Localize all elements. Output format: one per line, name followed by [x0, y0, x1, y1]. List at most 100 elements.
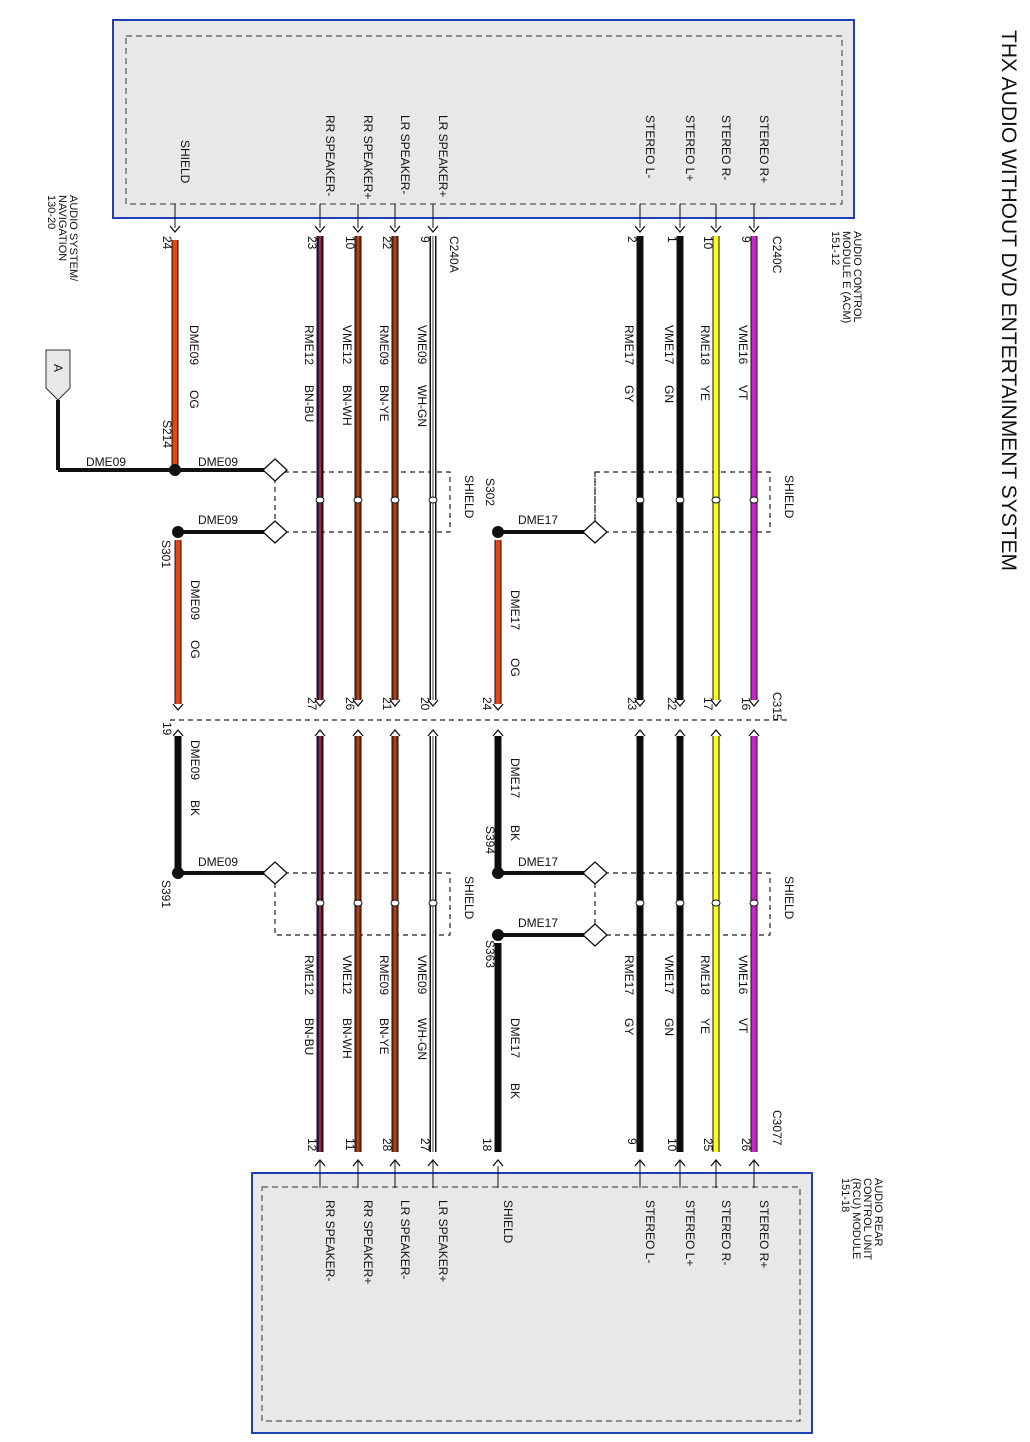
splice-label-s302: S302 [483, 478, 497, 506]
shield-diamond-lr-top-1 [262, 458, 288, 482]
acm-module-name-line: AUDIO CONTROL [851, 231, 863, 323]
dme17-mid-circuit: DME17 [508, 590, 522, 630]
rcu-pin-arrow-w_vme09 [427, 1158, 439, 1167]
twist-mark-top-w_vme17 [675, 496, 685, 504]
shield-diamond-lr-top-2 [262, 520, 288, 544]
rcu-pin-arrow-w_rme18 [710, 1158, 722, 1167]
acm-pin-number-w_rme18: 10 [701, 236, 715, 250]
splice-label-s391: S391 [159, 880, 173, 908]
c315-pin-arrow-upper-w_vme17 [674, 699, 686, 708]
c315-pin-number-w_vme17: 22 [665, 697, 679, 711]
twist-mark-top-w_rme12 [315, 496, 325, 504]
splice-label-s394: S394 [483, 826, 497, 854]
dme17-low-circuit: DME17 [508, 758, 522, 798]
circuit-color-upper-w_rme18: YE [698, 385, 712, 401]
acm-pin-number-w_vme09: 9 [418, 236, 432, 243]
shield-box-lr-bot [274, 872, 451, 936]
circuit-color-upper-w_rme12: BN-BU [302, 385, 316, 422]
acm-pin-label-w_vme16: STEREO R+ [757, 115, 771, 183]
dme17-bottom-color: BK [508, 1083, 522, 1099]
acm-pin-arrow-w_vme09 [427, 225, 439, 234]
acm-pin-arrow-w_vme17 [674, 225, 686, 234]
circuit-color-upper-w_vme09: WH-GN [415, 385, 429, 427]
shield-label-lr-top: SHIELD [462, 475, 476, 519]
circuit-color-upper-w_vme17: GN [662, 385, 676, 403]
c315-pin-arrow-lower-w_vme12 [352, 728, 364, 737]
rcu-pin-number-w_rme17: 9 [625, 1138, 639, 1145]
splice-s391 [172, 867, 184, 879]
navigation-flag [45, 349, 71, 401]
circuit-color-lower-w_vme17: GN [662, 1018, 676, 1036]
c315-pin-number-w_rme12: 27 [305, 697, 319, 711]
acm-shield-arrow [169, 225, 181, 234]
acm-pin-number-w_vme17: 1 [665, 236, 679, 243]
circuit-color-lower-w_vme09: WH-GN [415, 1018, 429, 1060]
twist-mark-top-w_vme16 [749, 496, 759, 504]
c315-pin-arrow-lower-w_vme17 [674, 728, 686, 737]
twist-mark-bot-w_vme12 [353, 899, 363, 907]
rcu-module-name-line: AUDIO REAR [872, 1178, 884, 1247]
circuit-name-lower-w_rme17: RME17 [622, 955, 636, 995]
twist-mark-bot-w_vme17 [675, 899, 685, 907]
twist-mark-bot-w_rme17 [635, 899, 645, 907]
circuit-name-lower-w_vme17: VME17 [662, 955, 676, 995]
shield-layer [170, 471, 790, 936]
c315-pin-arrow-lower-w_rme12 [314, 728, 326, 737]
acm-connector-a-label: C240A [447, 236, 461, 273]
twist-mark-top-w_rme17 [635, 496, 645, 504]
navigation-ref-line: NAVIGATION [56, 195, 68, 261]
rcu-pin-number-w_vme09: 27 [418, 1138, 432, 1152]
rcu-pin-arrow-w_rme12 [314, 1158, 326, 1167]
acm-pin-arrow-w_rme17 [634, 225, 646, 234]
splice-s363 [492, 929, 504, 941]
dme17-mid-color: OG [508, 658, 522, 677]
shield-diamond-st-bot-2 [582, 923, 608, 947]
dme09-mid-circuit: DME09 [188, 580, 202, 620]
splice-s394 [492, 867, 504, 879]
rcu-module-name-line: 151-18 [839, 1178, 851, 1212]
c315-pin-arrow-upper-w_rme12 [314, 699, 326, 708]
navigation-ref-line: 130-20 [45, 195, 57, 229]
circuit-name-lower-w_rme12: RME12 [302, 955, 316, 995]
page-title: THX AUDIO WITHOUT DVD ENTERTAINMENT SYST… [997, 30, 1020, 571]
dme09-mid-color: OG [188, 640, 202, 659]
rcu-shield-label: SHIELD [501, 1200, 515, 1244]
shield-diamond-st-top [582, 520, 608, 544]
navigation-drain-label: DME09 [86, 455, 126, 469]
navigation-flag-text: A [51, 364, 65, 372]
circuit-name-lower-w_vme12: VME12 [340, 955, 354, 995]
circuit-color-upper-w_rme09: BN-YE [377, 385, 391, 422]
acm-shield-pin: 24 [160, 236, 174, 250]
dme09-low-circuit: DME09 [188, 740, 202, 780]
c315-pin-number-w_rme17: 23 [625, 697, 639, 711]
acm-connector-c-label: C240C [770, 236, 784, 274]
splice-s301 [172, 526, 184, 538]
twist-mark-bot-w_vme16 [749, 899, 759, 907]
rcu-pin-number-w_vme12: 11 [343, 1138, 357, 1151]
twist-mark-top-w_vme12 [353, 496, 363, 504]
rcu-pin-label-w_vme17: STEREO L+ [683, 1200, 697, 1266]
rcu-pin-number-w_vme16: 26 [739, 1138, 753, 1152]
acm-pin-label-w_vme09: LR SPEAKER+ [436, 115, 450, 197]
circuit-color-lower-w_rme17: GY [622, 1018, 636, 1035]
dme17-drain-bottom-label: DME17 [518, 916, 558, 930]
c315-pin-number-w_rme09: 21 [380, 697, 394, 711]
splice-label-s214: S214 [160, 420, 174, 448]
c315-pin-arrow-upper-w_rme17 [634, 699, 646, 708]
rcu-module-name-line: (RCU) MODULE [850, 1178, 862, 1259]
acm-shield-label: SHIELD [178, 140, 192, 184]
acm-module-name-line: 151-12 [829, 231, 841, 265]
c315-dme09-pin: 19 [160, 722, 174, 736]
c315-pin-arrow-lower-w_vme09 [427, 728, 439, 737]
wire-layer [56, 204, 758, 1188]
shield-label-lr-bot: SHIELD [462, 876, 476, 920]
circuit-name-upper-w_rme09: RME09 [377, 325, 391, 365]
shield-box-lr-top [274, 471, 451, 533]
acm-pin-label-w_rme12: RR SPEAKER- [323, 115, 337, 196]
c315-dme17-arrow-upper [492, 703, 504, 712]
c315-dme17-arrow-lower [492, 728, 504, 737]
shield-label-st-top: SHIELD [782, 475, 796, 519]
shield-label-st-bot: SHIELD [782, 876, 796, 920]
rcu-pin-number-w_vme17: 10 [665, 1138, 679, 1152]
